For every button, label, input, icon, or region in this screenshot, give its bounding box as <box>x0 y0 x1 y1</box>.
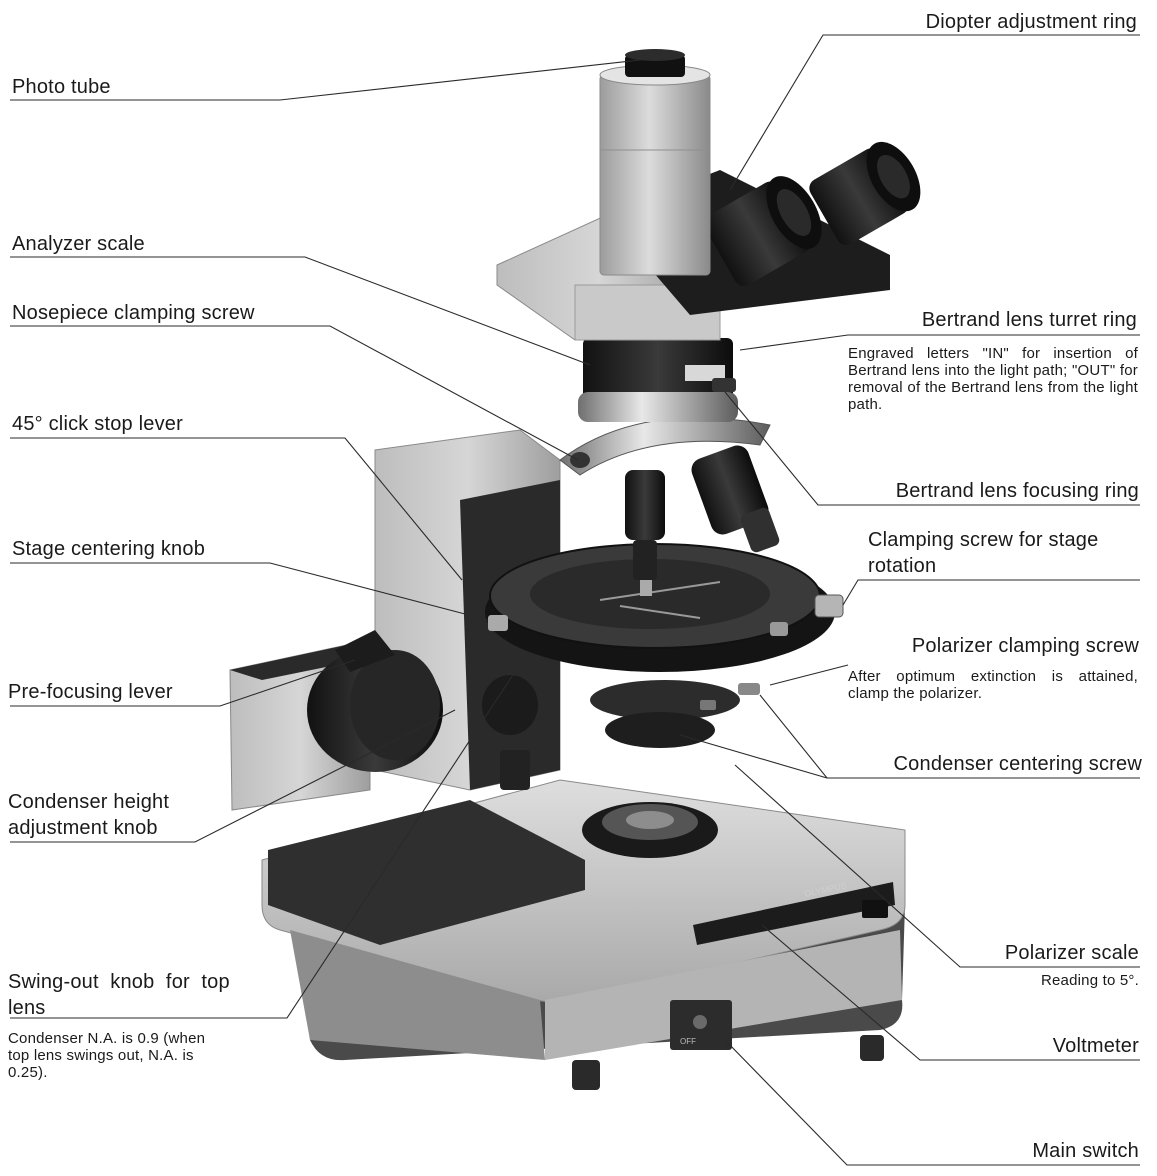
photo-tube-body <box>600 75 710 275</box>
nosepiece-screw <box>570 452 590 468</box>
objective-1 <box>625 470 665 540</box>
label-prefocusing-lever: Pre-focusing lever <box>8 680 173 704</box>
label-swing-out-line1: Swing-out knob for top <box>8 970 230 994</box>
foot-right <box>860 1035 884 1061</box>
condenser-screw-shape <box>700 700 716 710</box>
objective-1-tip <box>633 540 657 580</box>
label-voltmeter: Voltmeter <box>1053 1034 1139 1058</box>
label-swing-out-line2: lens <box>8 996 46 1020</box>
label-polarizer-scale: Polarizer scale <box>1005 941 1139 965</box>
label-polarizer-clamping-screw: Polarizer clamping screw <box>912 634 1139 658</box>
label-main-switch: Main switch <box>1032 1139 1139 1163</box>
label-stage-clamp-line1: Clamping screw for stage <box>868 528 1098 552</box>
note-polarizer-clamp: After optimum extinction is attained, cl… <box>848 668 1138 702</box>
leader-condenser-centering-2 <box>680 735 827 778</box>
leader-polarizer-clamp <box>770 665 848 685</box>
main-switch-knob <box>693 1015 707 1029</box>
switch-mark: OFF <box>680 1037 696 1046</box>
label-photo-tube: Photo tube <box>12 75 111 99</box>
condenser-knob <box>500 750 530 790</box>
label-stage-clamp-line2: rotation <box>868 554 936 578</box>
stage-clamp-screw <box>815 595 843 617</box>
label-bertrand-turret-ring: Bertrand lens turret ring <box>922 308 1137 332</box>
photo-tube-cap-top <box>625 49 685 61</box>
label-click-stop-lever: 45° click stop lever <box>12 412 183 436</box>
field-lens <box>626 811 674 829</box>
note-polarizer-scale: Reading to 5°. <box>1041 972 1139 989</box>
polarizer-screw-shape <box>738 683 760 695</box>
label-condenser-centering-screw: Condenser centering screw <box>894 752 1142 776</box>
stage-centering-knob-shape <box>488 615 508 631</box>
leader-diopter <box>730 35 1140 190</box>
label-condenser-height-line2: adjustment knob <box>8 816 158 840</box>
label-nosepiece-clamping-screw: Nosepiece clamping screw <box>12 301 255 325</box>
focus-knob-fine <box>482 675 538 735</box>
leader-stage-clamp <box>843 580 1140 605</box>
bertrand-focus-knob <box>712 378 736 392</box>
condenser-body <box>605 712 715 748</box>
foot-left <box>572 1060 600 1090</box>
label-condenser-height-line1: Condenser height <box>8 790 169 814</box>
bertrand-ring-metal <box>578 392 738 422</box>
label-bertrand-focusing-ring: Bertrand lens focusing ring <box>896 479 1139 503</box>
label-stage-centering-knob: Stage centering knob <box>12 537 205 561</box>
voltmeter-display <box>862 900 888 918</box>
objective-1-tip-metal <box>640 580 652 596</box>
note-condenser-na: Condenser N.A. is 0.9 (when top lens swi… <box>8 1030 218 1081</box>
label-diopter-adjustment-ring: Diopter adjustment ring <box>926 10 1137 34</box>
note-bertrand-turret: Engraved letters "IN" for insertion of B… <box>848 345 1138 413</box>
stage-centering-knob-shape-2 <box>770 622 788 636</box>
label-analyzer-scale: Analyzer scale <box>12 232 145 256</box>
